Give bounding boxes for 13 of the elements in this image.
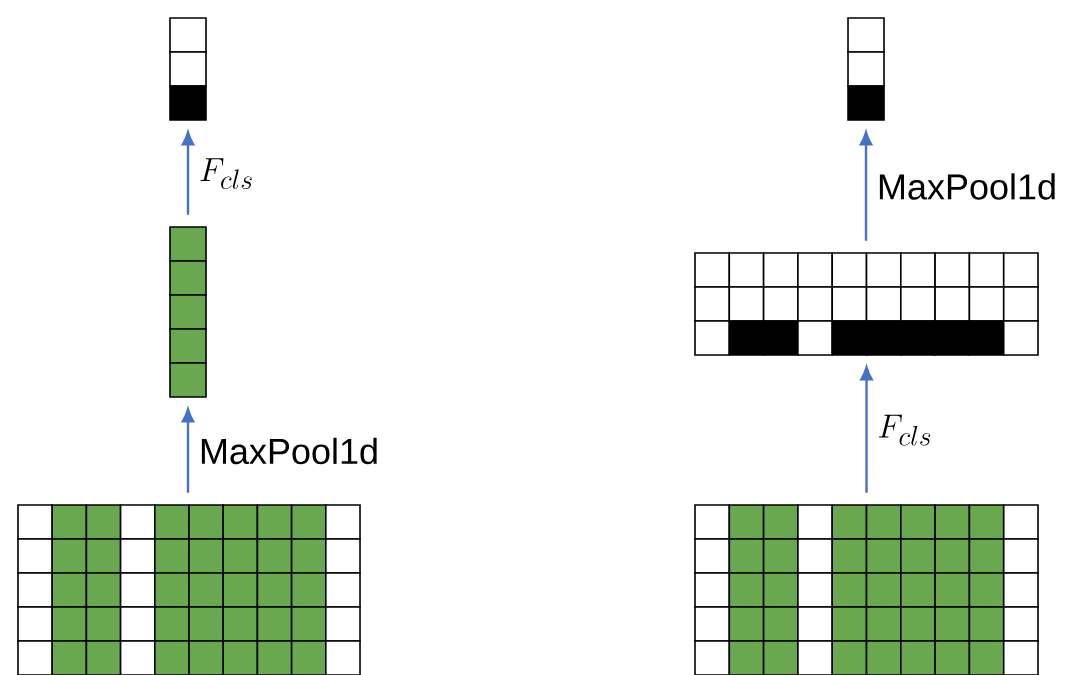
edge-label: $F_{cls}$: [879, 414, 931, 446]
arrow: [859, 131, 873, 241]
grid: [169, 226, 207, 398]
grid: [694, 252, 1039, 356]
grid: [694, 504, 1039, 675]
grid: [169, 17, 207, 121]
edge-label: $F_{cls}$: [200, 158, 252, 189]
edge-label: MaxPool1d: [879, 173, 1055, 200]
arrow: [181, 131, 195, 215]
arrow: [181, 408, 195, 493]
grid: [847, 17, 885, 121]
edge-label: MaxPool1d: [201, 437, 377, 465]
grid: [17, 504, 361, 675]
